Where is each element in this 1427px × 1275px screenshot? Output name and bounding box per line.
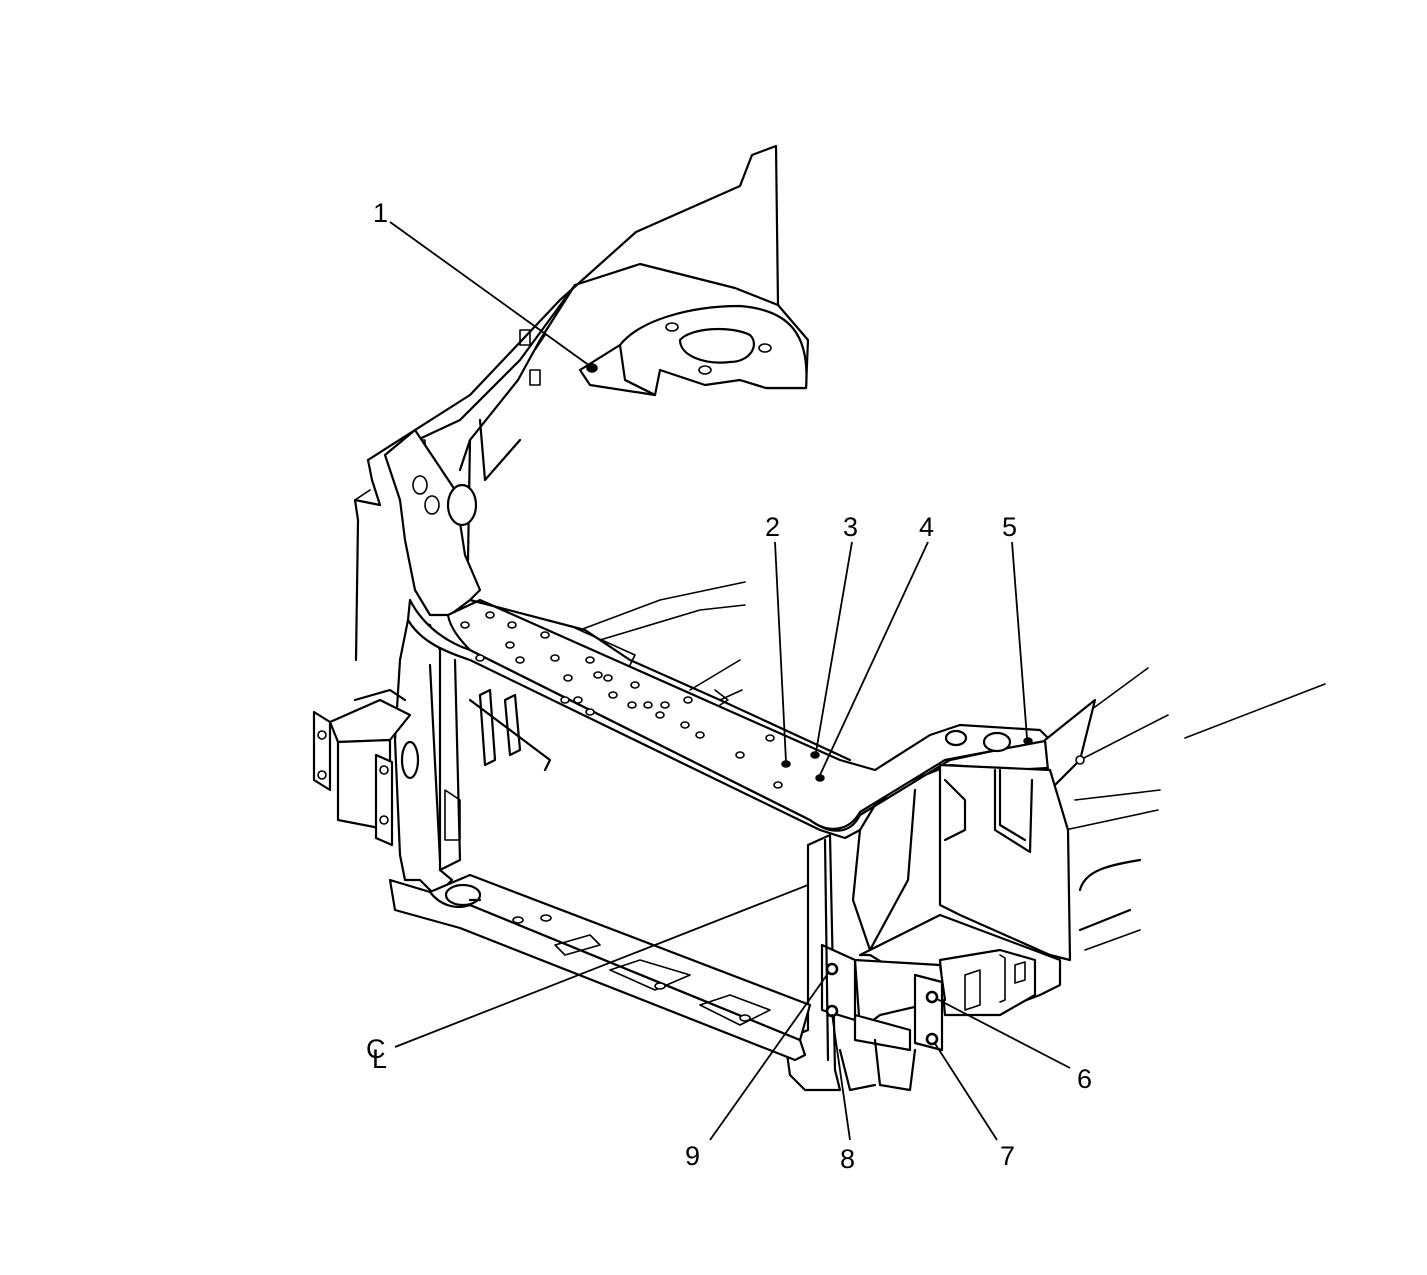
location-markers	[825, 962, 939, 1046]
leader-2	[774, 541, 787, 763]
leader-7	[933, 1041, 998, 1141]
callout-leaders	[389, 221, 1071, 1141]
callout-labels: 1 2 3 4 5 6 7 8 9 C L	[366, 198, 1092, 1174]
background-structure	[579, 581, 1326, 951]
left-fender-apron	[353, 144, 810, 662]
callout-7-label: 7	[1000, 1141, 1015, 1171]
leader-1	[389, 221, 591, 367]
callout-2-label: 2	[765, 512, 780, 542]
centerline-leader	[394, 884, 809, 1048]
leader-5	[1011, 541, 1028, 739]
left-vertical-support	[393, 618, 552, 894]
left-bracket	[312, 688, 420, 847]
location-7-marker	[925, 1032, 939, 1046]
callout-4-label: 4	[919, 512, 934, 542]
callout-9-label: 9	[685, 1141, 700, 1171]
right-fender-structure	[851, 698, 1097, 962]
leader-3	[815, 541, 853, 753]
leader-8	[831, 1013, 851, 1141]
location-6-marker	[925, 990, 939, 1004]
leader-4	[819, 541, 929, 776]
centerline-symbol-c: C	[366, 1034, 386, 1064]
strut-tower-plate	[578, 304, 808, 397]
left-upper-rail	[383, 428, 482, 617]
upper-tie-bar	[406, 598, 1052, 840]
centerline-symbol: C L	[366, 1034, 387, 1074]
callout-5-label: 5	[1002, 512, 1017, 542]
right-lower-bracket	[838, 913, 1062, 1092]
callout-1-label: 1	[373, 198, 388, 228]
callout-6-label: 6	[1077, 1064, 1092, 1094]
callout-8-label: 8	[840, 1144, 855, 1174]
leader-6	[936, 998, 1071, 1069]
centerline-symbol-l: L	[372, 1044, 387, 1074]
leader-9	[709, 971, 830, 1141]
lower-tie-bar	[388, 873, 812, 1062]
callout-3-label: 3	[843, 512, 858, 542]
location-9-marker	[825, 962, 839, 976]
